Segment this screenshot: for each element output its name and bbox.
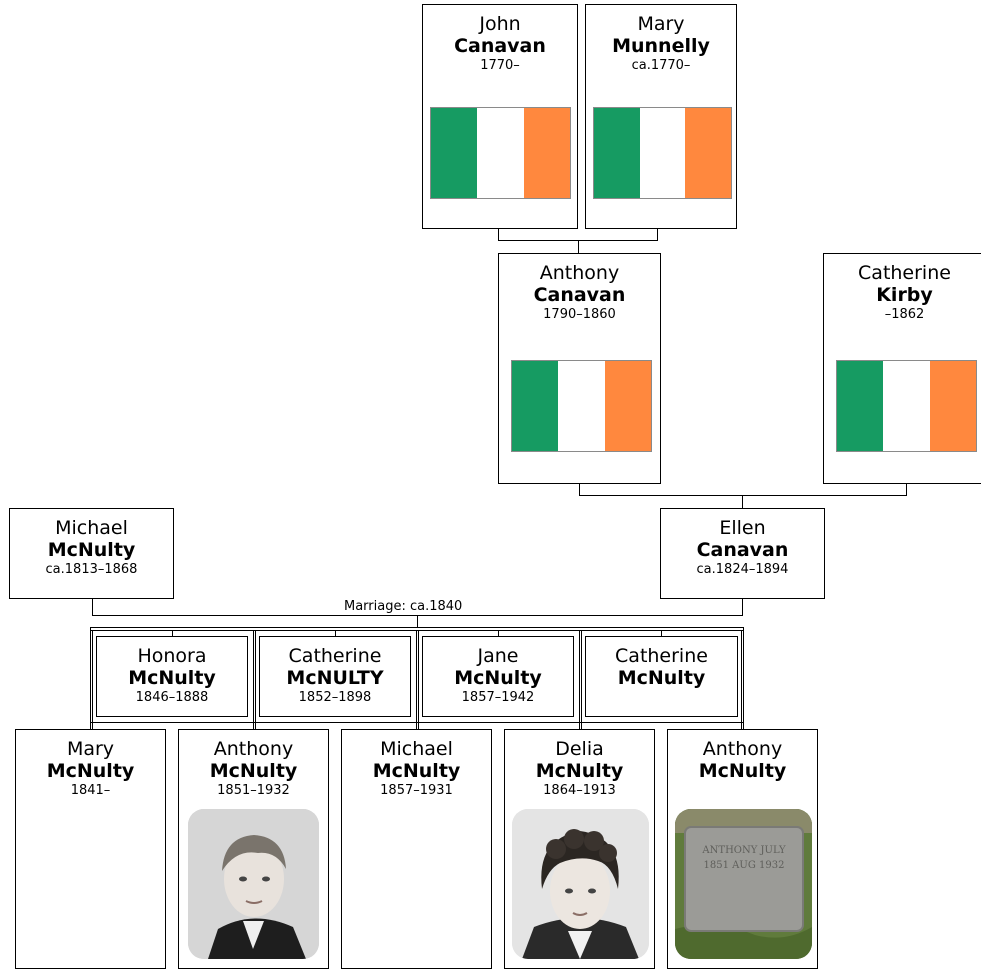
life-dates: 1851–1932 [217, 783, 290, 798]
given-name: Delia [555, 738, 604, 760]
given-name: Michael [55, 517, 128, 539]
given-name: Honora [137, 645, 207, 667]
surname: Canavan [454, 35, 546, 57]
irish-flag-icon [430, 107, 571, 199]
portrait-photo [512, 809, 649, 959]
boy-portrait-icon [188, 809, 319, 959]
life-dates: ca.1770– [631, 58, 691, 73]
given-name: Mary [637, 13, 685, 35]
surname: McNulty [372, 760, 461, 782]
life-dates: 1852–1898 [298, 690, 372, 705]
life-dates: 1846–1888 [135, 690, 209, 705]
person-card-mary-munnelly[interactable]: Mary Munnelly ca.1770– [585, 4, 737, 229]
surname: Kirby [876, 284, 933, 306]
marriage-label: Marriage: ca.1840 [341, 599, 466, 615]
person-card-catherine-mcnulty[interactable]: Catherine McNulty [585, 636, 738, 717]
given-name: Catherine [288, 645, 382, 667]
irish-flag-icon [511, 360, 652, 452]
given-name: Ellen [719, 517, 766, 539]
person-card-jane-mcnulty[interactable]: Jane McNulty 1857–1942 [422, 636, 574, 717]
given-name: Jane [477, 645, 519, 667]
surname: McNulty [47, 539, 136, 561]
woman-portrait-icon [512, 809, 649, 959]
surname: Canavan [533, 284, 626, 306]
headstone-icon [675, 809, 812, 959]
life-dates: 1857–1942 [461, 690, 535, 705]
surname: McNULTY [286, 667, 384, 689]
surname: McNulty [128, 667, 216, 689]
person-card-mary-mcnulty[interactable]: Mary McNulty 1841– [15, 729, 166, 969]
headstone-photo: ANTHONY JULY 1851 AUG 1932 [675, 809, 812, 959]
irish-flag-icon [593, 107, 732, 199]
given-name: Anthony [702, 738, 783, 760]
life-dates: ca.1824–1894 [696, 562, 789, 577]
life-dates: –1862 [884, 307, 925, 322]
surname: McNulty [617, 667, 706, 689]
life-dates: 1770– [480, 58, 520, 73]
surname: McNulty [454, 667, 542, 689]
person-card-catherine-mcnulty-1852[interactable]: Catherine McNULTY 1852–1898 [259, 636, 411, 717]
life-dates: 1790–1860 [543, 307, 616, 322]
person-card-catherine-kirby[interactable]: Catherine Kirby –1862 [823, 253, 981, 484]
given-name: Catherine [858, 262, 951, 284]
life-dates: 1864–1913 [543, 783, 616, 798]
surname: McNulty [209, 760, 298, 782]
person-card-michael-mcnulty-1857[interactable]: Michael McNulty 1857–1931 [341, 729, 492, 969]
life-dates: ca.1813–1868 [45, 562, 138, 577]
person-card-john-canavan[interactable]: John Canavan 1770– [422, 4, 578, 229]
irish-flag-icon [836, 360, 977, 452]
life-dates: 1841– [70, 783, 111, 798]
person-card-delia-mcnulty[interactable]: Delia McNulty 1864–1913 [504, 729, 655, 969]
surname: Canavan [696, 539, 789, 561]
surname: McNulty [698, 760, 787, 782]
given-name: Michael [380, 738, 453, 760]
given-name: John [479, 13, 521, 35]
surname: McNulty [535, 760, 624, 782]
headstone-inscription: ANTHONY JULY 1851 AUG 1932 [702, 845, 786, 871]
portrait-photo [188, 809, 319, 959]
person-card-anthony-mcnulty-1851[interactable]: Anthony McNulty 1851–1932 [178, 729, 329, 969]
surname: Munnelly [612, 35, 710, 57]
person-card-anthony-canavan[interactable]: Anthony Canavan 1790–1860 [498, 253, 661, 484]
given-name: Mary [66, 738, 115, 760]
given-name: Anthony [539, 262, 620, 284]
person-card-honora-mcnulty[interactable]: Honora McNulty 1846–1888 [96, 636, 248, 717]
life-dates: 1857–1931 [380, 783, 453, 798]
person-card-ellen-canavan[interactable]: Ellen Canavan ca.1824–1894 [660, 508, 825, 599]
person-card-michael-mcnulty-sr[interactable]: Michael McNulty ca.1813–1868 [9, 508, 174, 599]
given-name: Catherine [615, 645, 708, 667]
given-name: Anthony [213, 738, 294, 760]
person-card-anthony-mcnulty[interactable]: Anthony McNulty ANTHONY JULY 1851 AUG 19… [667, 729, 818, 969]
surname: McNulty [46, 760, 135, 782]
